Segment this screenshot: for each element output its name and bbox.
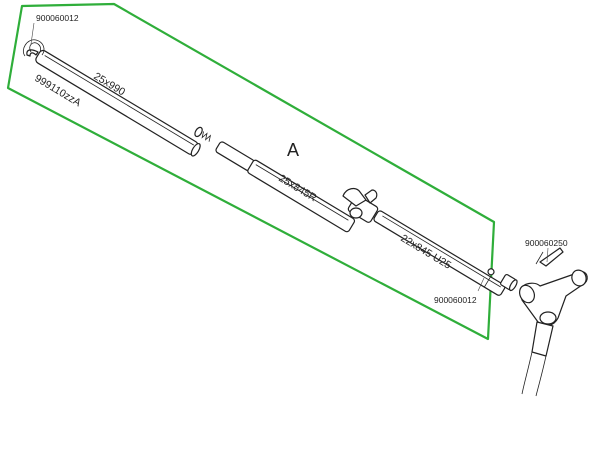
hook-left (22, 39, 45, 57)
leader-hook-code (30, 22, 35, 45)
tube-lower (373, 210, 506, 296)
lever-clamp (342, 187, 379, 223)
leader-connector-code (546, 247, 549, 263)
hook-left-code-label: 900060012 (36, 13, 79, 23)
leader-endcap-code (477, 277, 485, 292)
end-cap (487, 268, 518, 292)
connector-code-label: 900060250 (525, 238, 568, 248)
tube-upper (35, 49, 201, 157)
group-a-boundary (6, 2, 496, 341)
spring-pin (194, 126, 212, 142)
group-label: A (287, 140, 299, 160)
connector-piece (519, 247, 588, 397)
end-cap-code-label: 900060012 (434, 295, 477, 305)
tube-middle (215, 141, 356, 233)
